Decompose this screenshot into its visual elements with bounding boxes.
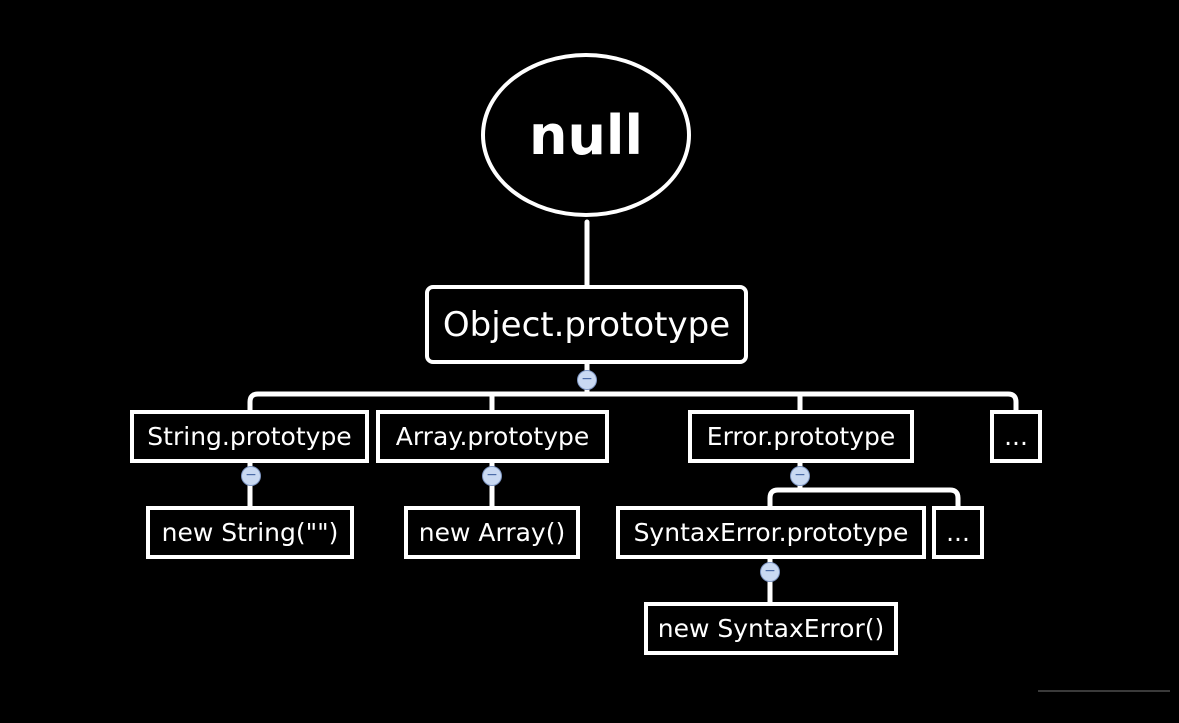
node-object-prototype[interactable]: Object.prototype	[425, 285, 748, 364]
collapse-syntaxerror-prototype-button[interactable]: −	[760, 562, 780, 582]
node-new-array[interactable]: new Array()	[404, 506, 580, 559]
connector-error-children	[767, 487, 961, 509]
node-new-string[interactable]: new String("")	[146, 506, 354, 559]
node-more-errors[interactable]: ...	[932, 506, 984, 559]
node-error-prototype[interactable]: Error.prototype	[688, 410, 914, 463]
collapse-string-prototype-button[interactable]: −	[241, 466, 261, 486]
collapse-error-prototype-button[interactable]: −	[790, 466, 810, 486]
node-null[interactable]: null	[481, 53, 691, 217]
node-string-prototype[interactable]: String.prototype	[130, 410, 369, 463]
collapse-object-prototype-button[interactable]: −	[577, 370, 597, 390]
node-array-prototype[interactable]: Array.prototype	[376, 410, 609, 463]
connector-object-children	[247, 391, 1019, 413]
collapse-array-prototype-button[interactable]: −	[482, 466, 502, 486]
node-new-syntaxerror[interactable]: new SyntaxError()	[644, 602, 898, 655]
divider	[1038, 690, 1170, 692]
node-more-prototypes[interactable]: ...	[990, 410, 1042, 463]
node-syntaxerror-prototype[interactable]: SyntaxError.prototype	[616, 506, 926, 559]
